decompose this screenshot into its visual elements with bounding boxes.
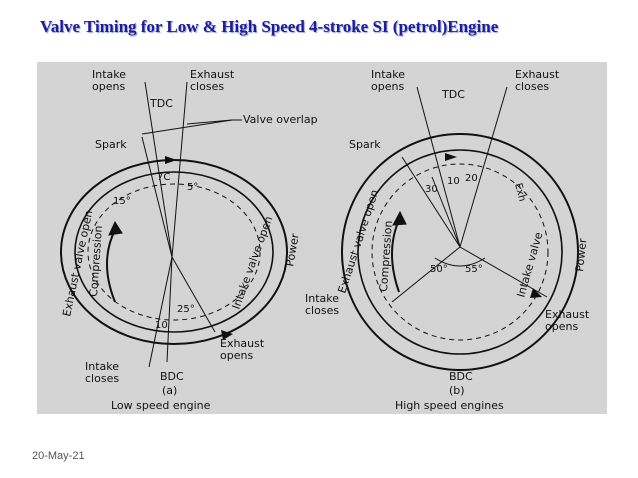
b-caption: High speed engines	[395, 399, 504, 412]
b-intake-valve-label: Intake valve	[514, 231, 545, 299]
a-spark-label: Spark	[95, 138, 127, 151]
a-valve-overlap-label: Valve overlap	[243, 113, 318, 126]
a-exhaust-opens-label-1: Exhaust	[220, 337, 265, 350]
b-caption-letter: (b)	[449, 384, 465, 397]
b-angle-20: 20	[465, 173, 478, 184]
a-caption: Low speed engine	[111, 399, 211, 412]
b-tdc-label: TDC	[441, 88, 465, 101]
a-angle-5: 5°	[187, 182, 198, 193]
b-angle-50: 50°	[430, 264, 448, 275]
diagram-a-low-speed	[60, 81, 288, 368]
diagram-b-high-speed	[341, 86, 579, 371]
a-exhaust-opens-label-2: opens	[220, 349, 253, 362]
b-exhaust-closes-label-2: closes	[515, 80, 549, 93]
a-power-label: Power	[283, 232, 302, 267]
a-intake-opens-label-1: Intake	[92, 68, 126, 81]
b-bdc-label: BDC	[449, 370, 473, 383]
a-caption-letter: (a)	[162, 384, 177, 397]
b-exhaust-closes-label-1: Exhaust	[515, 68, 560, 81]
b-exh-label: Exh	[512, 182, 527, 203]
b-angle-30: 30	[425, 184, 438, 195]
b-intake-closes-label-1: Intake	[305, 292, 339, 305]
b-intake-opens-label-1: Intake	[371, 68, 405, 81]
a-angle-tdc-c: 7C	[157, 172, 170, 183]
b-exhaust-opens-label-2: opens	[545, 320, 578, 333]
diagram-b-labels: Intake opens Exhaust closes TDC Spark 30…	[305, 68, 590, 412]
b-intake-opens-label-2: opens	[371, 80, 404, 93]
b-angle-55: 55°	[465, 264, 483, 275]
a-bdc-label: BDC	[160, 370, 184, 383]
a-intake-closes-label-2: closes	[85, 372, 119, 385]
a-intake-closes-label-1: Intake	[85, 360, 119, 373]
a-exhaust-closes-label-1: Exhaust	[190, 68, 235, 81]
a-angle-10: 10	[155, 320, 168, 331]
valve-timing-figure: Intake opens Exhaust closes TDC Valve ov…	[37, 62, 607, 414]
a-exhaust-closes-label-2: closes	[190, 80, 224, 93]
a-compression-label: Compression	[87, 225, 105, 297]
b-angle-10: 10	[447, 176, 460, 187]
slide-date: 20-May-21	[32, 450, 85, 462]
b-intake-closes-label-2: closes	[305, 304, 339, 317]
b-spark-label: Spark	[349, 138, 381, 151]
b-compression-label: Compression	[377, 220, 395, 292]
a-intake-opens-label-2: opens	[92, 80, 125, 93]
a-tdc-label: TDC	[149, 97, 173, 110]
diagram-a-labels: Intake opens Exhaust closes TDC Valve ov…	[60, 68, 317, 412]
slide-title: Valve Timing for Low & High Speed 4-stro…	[40, 17, 499, 36]
a-angle-15: 15°	[113, 196, 131, 207]
b-exhaust-opens-label-1: Exhaust	[545, 308, 590, 321]
b-power-label: Power	[573, 237, 589, 272]
a-intake-valve-open-label: Intake valve open	[230, 214, 276, 311]
a-angle-25: 25°	[177, 304, 195, 315]
